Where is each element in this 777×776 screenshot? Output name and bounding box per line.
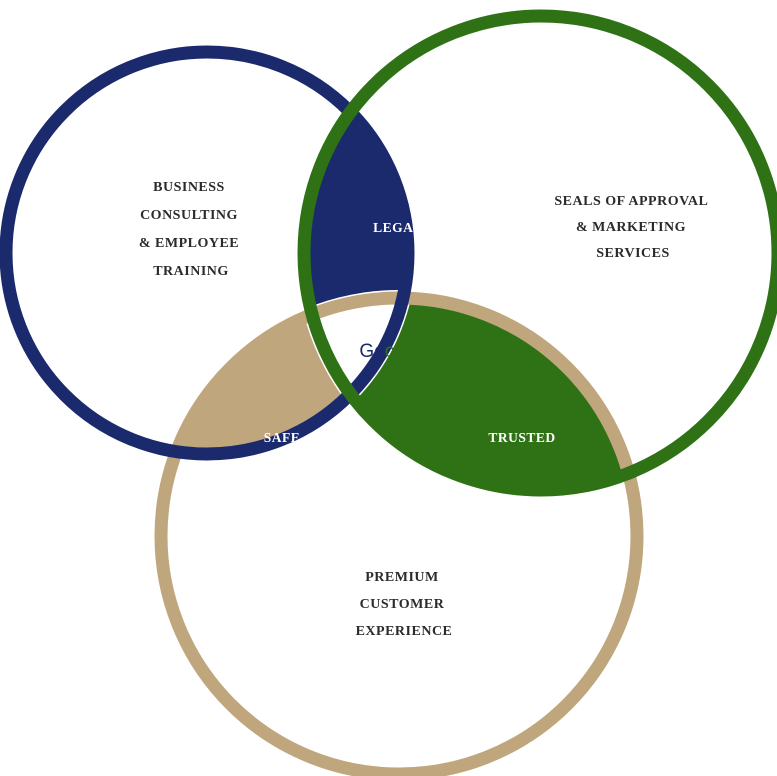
premium-customer-label: PREMIUM CUSTOMER EXPERIENCE bbox=[356, 570, 453, 639]
seals-of-approval-label: SEALS OF APPROVAL & MARKETING SERVICES bbox=[554, 194, 711, 261]
seals-of-approval-circle bbox=[297, 9, 777, 497]
trusted-label: TRUSTED bbox=[488, 430, 555, 445]
safe-label: SAFE bbox=[264, 430, 301, 445]
business-consulting-label: BUSINESS CONSULTING & EMPLOYEE TRAINING bbox=[139, 180, 243, 279]
gocanna-logo: Gocanna bbox=[359, 341, 437, 362]
business-consulting-circle bbox=[0, 45, 415, 461]
legal-label: LEGAL bbox=[373, 220, 423, 235]
